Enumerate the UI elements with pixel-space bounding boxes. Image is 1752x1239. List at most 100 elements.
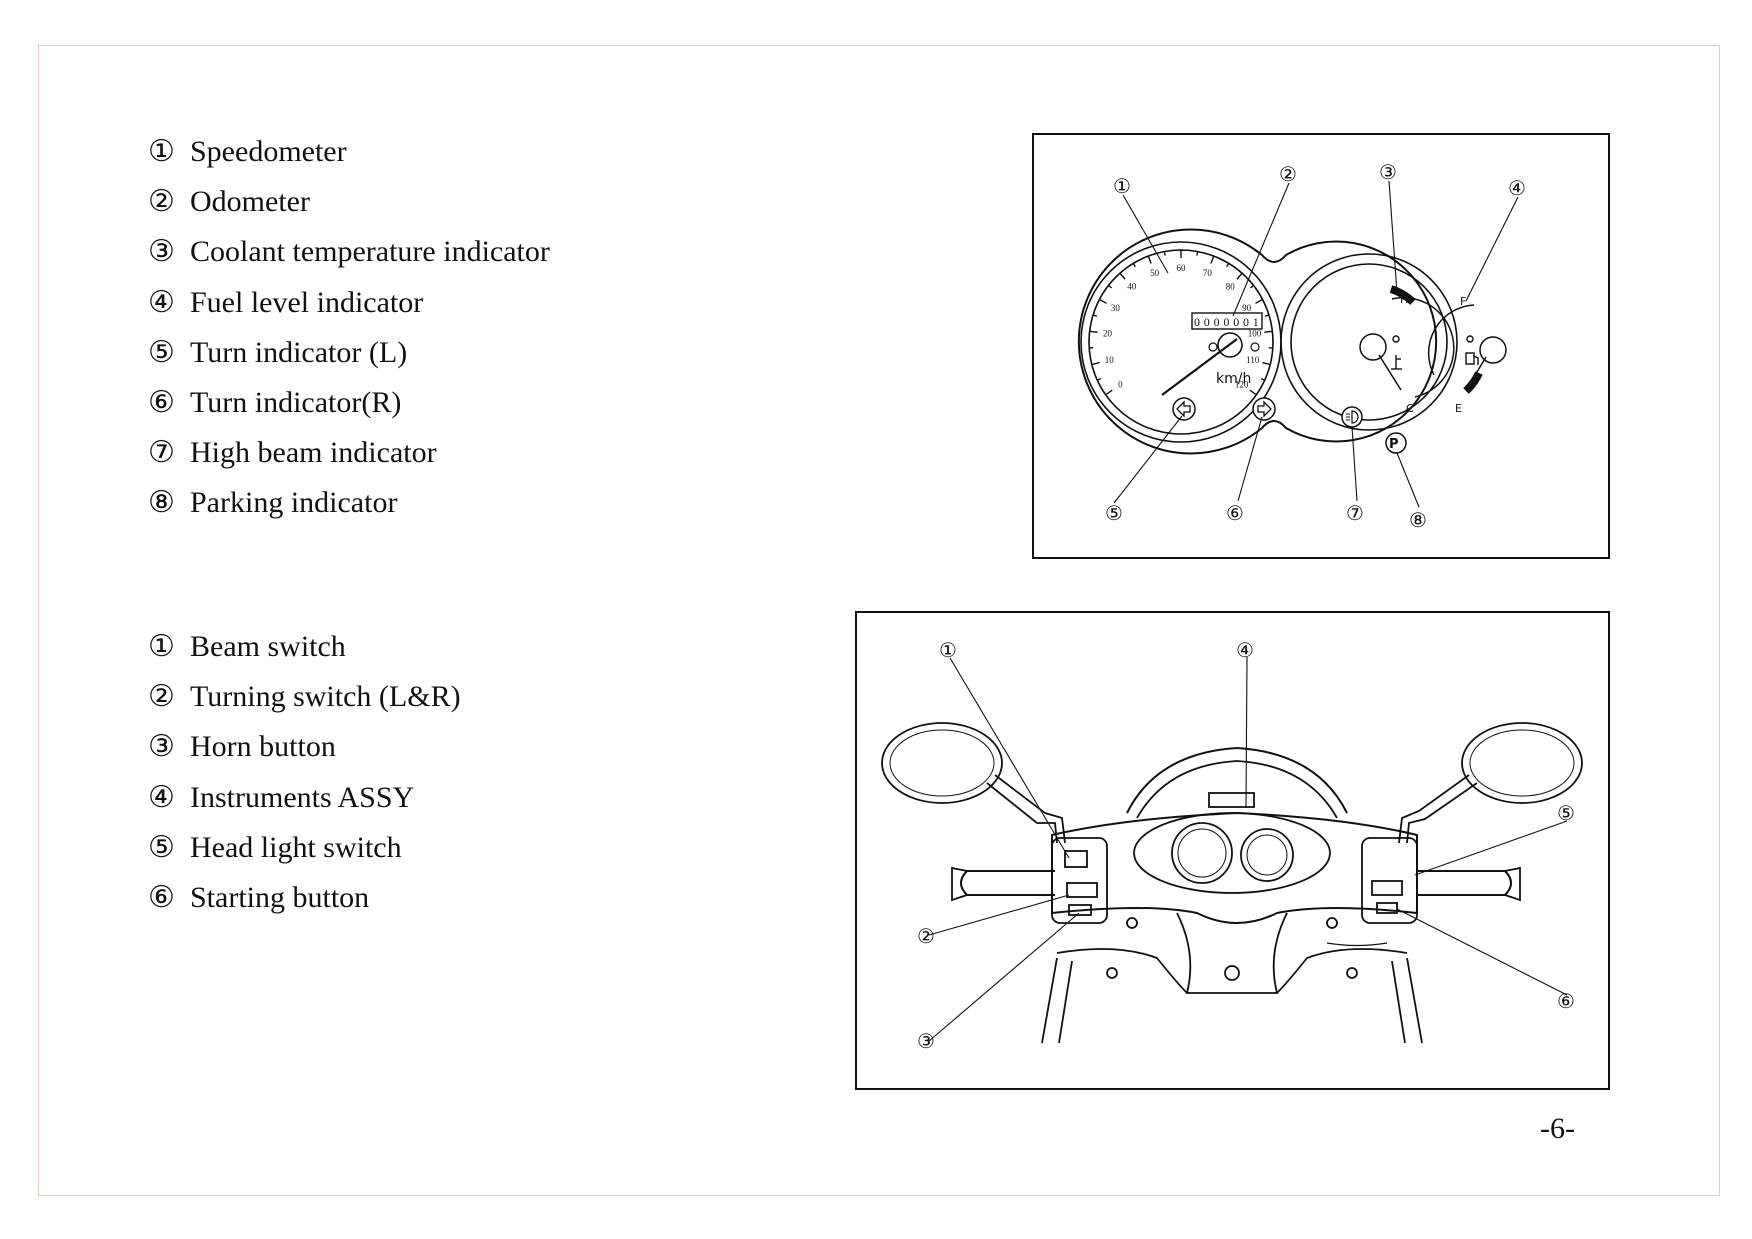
legend-label: Instruments ASSY — [190, 780, 415, 814]
speed-tick — [1119, 272, 1126, 280]
speed-tick — [1091, 361, 1100, 366]
right-grip — [1417, 870, 1512, 896]
warning-light-icon — [1208, 342, 1218, 352]
speed-tick — [1262, 361, 1271, 366]
handlebar-drawing: ① ④ ⑤ ② ③ ⑥ — [881, 640, 1583, 1053]
speed-tick — [1249, 389, 1257, 396]
left-grip — [960, 870, 1055, 896]
warning-light-icon — [1250, 342, 1260, 352]
odometer-digit: 0 — [1243, 315, 1249, 329]
speed-tick — [1249, 284, 1255, 289]
speed-tick — [1097, 377, 1102, 381]
callout-5: ⑤ — [1105, 503, 1123, 525]
fuel-empty-band — [1463, 371, 1483, 394]
legend-label: Coolant temperature indicator — [190, 235, 550, 269]
callout-1: ① — [1113, 176, 1131, 198]
speed-tick — [1099, 298, 1107, 304]
callout-1: ① — [939, 640, 957, 662]
instruments-assy — [1133, 812, 1331, 894]
legend-label: Turning switch (L&R) — [190, 680, 461, 714]
coolant-icon — [1391, 335, 1402, 370]
speed-tick-label: 90 — [1242, 303, 1252, 313]
speed-tick — [1107, 284, 1113, 289]
fuel-pump-icon — [1465, 335, 1479, 365]
speed-tick-label: 50 — [1150, 268, 1160, 278]
callout-3: ③ — [917, 1031, 935, 1053]
legend-label: Head light switch — [190, 830, 402, 864]
gauge-bezel — [1280, 253, 1458, 431]
odometer-digit: 0 — [1214, 315, 1220, 329]
odometer-digit: 0 — [1204, 315, 1210, 329]
speed-tick — [1260, 377, 1265, 381]
speed-tick — [1105, 389, 1113, 396]
speed-tick — [1132, 262, 1136, 268]
temp-hot-label: H — [1400, 293, 1408, 306]
temp-hot-band — [1389, 285, 1416, 306]
callout-4: ④ — [1508, 178, 1526, 200]
legend-label: Turn indicator (L) — [190, 335, 408, 369]
right-mirror — [1461, 722, 1583, 804]
speed-tick-label: 120 — [1235, 379, 1249, 389]
callout-8: ⑧ — [1409, 510, 1427, 532]
callout-6: ⑥ — [1226, 503, 1244, 525]
left-mirror — [881, 722, 1003, 804]
speed-tick-label: 80 — [1226, 282, 1236, 292]
speed-tick — [1226, 262, 1230, 268]
speed-tick-label: 30 — [1111, 303, 1121, 313]
fuel-needle-hub — [1479, 336, 1507, 364]
page-frame — [38, 45, 1720, 1196]
speed-tick-label: 10 — [1105, 355, 1115, 365]
speed-tick — [1210, 255, 1215, 264]
speed-tick — [1264, 314, 1270, 317]
fuel-full-label: F — [1460, 295, 1466, 308]
speed-tick — [1163, 251, 1166, 256]
speed-tick — [1236, 272, 1243, 280]
turn-right-icon — [1252, 397, 1276, 421]
odometer-digit: 0 — [1223, 315, 1229, 329]
callout-2: ② — [917, 926, 935, 948]
speed-tick-label: 0 — [1118, 379, 1123, 389]
callout-5: ⑤ — [1557, 803, 1575, 825]
speed-tick-label: 100 — [1248, 328, 1262, 338]
callout-4: ④ — [1236, 640, 1254, 662]
speed-tick-label: 60 — [1177, 263, 1187, 273]
callout-leaders — [928, 656, 1568, 1042]
legend-label: High beam indicator — [190, 436, 437, 470]
speed-unit: km/h — [1216, 371, 1251, 387]
speed-tick-label: 40 — [1127, 282, 1137, 292]
legend-label: Fuel level indicator — [190, 285, 424, 319]
speed-tick-label: 70 — [1203, 268, 1213, 278]
speed-tick-label: 20 — [1103, 328, 1113, 338]
odometer-digit: 0 — [1194, 315, 1200, 329]
speed-tick — [1092, 314, 1098, 317]
callout-leaders — [1113, 180, 1519, 508]
legend-label: Parking indicator — [190, 486, 398, 520]
speed-tick — [1255, 298, 1263, 304]
right-switch-housing — [1361, 837, 1418, 924]
legend-label: Odometer — [190, 185, 310, 219]
speed-tick — [1264, 330, 1273, 333]
legend-label: Turn indicator(R) — [190, 385, 402, 419]
callout-7: ⑦ — [1346, 503, 1364, 525]
left-switch-housing — [1051, 837, 1108, 924]
fuel-empty-label: E — [1455, 402, 1462, 415]
speed-tick — [1147, 255, 1152, 264]
svg-text:P: P — [1389, 437, 1399, 452]
odometer-window — [1191, 312, 1263, 330]
